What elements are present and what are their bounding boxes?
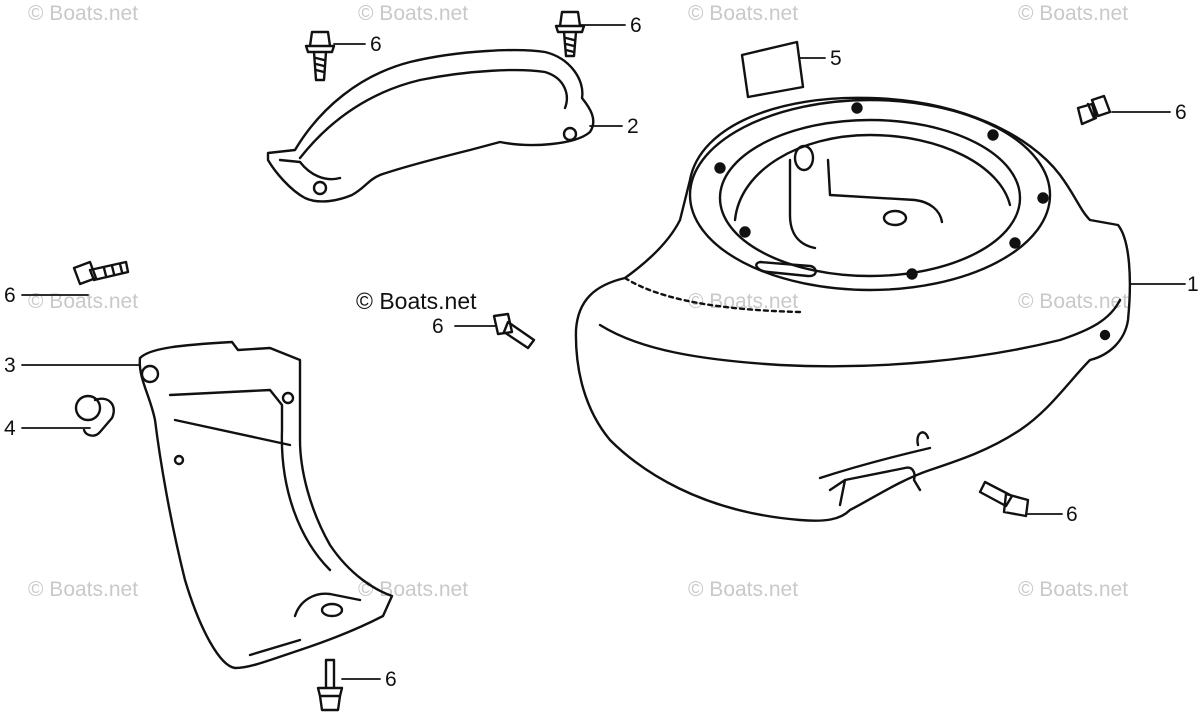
shroud-bracket-crease (173, 418, 292, 447)
bolt-left (72, 260, 130, 286)
fan-cover-bolt-hole (714, 162, 726, 174)
fan-cover-bolt-hole (906, 268, 918, 280)
flange-bolt (72, 260, 130, 286)
shroud-bracket (138, 340, 394, 670)
watermark: © Boats.net (688, 2, 799, 25)
callout-6e: 6 (432, 315, 444, 338)
watermark: © Boats.net (28, 578, 139, 601)
fan-cover-hidden-edge (623, 276, 802, 314)
flange-bolt (316, 658, 344, 712)
watermark: © Boats.net (1018, 2, 1129, 25)
bolt-bottom (316, 658, 344, 712)
flange-bolt (304, 30, 336, 82)
fan-cover-inner-wall (733, 133, 1012, 222)
fan-cover-edge (598, 298, 1122, 368)
bolt-center (492, 312, 536, 350)
watermark: © Boats.net (358, 578, 469, 601)
watermark: © Boats.net (1018, 578, 1129, 601)
fan-cover-slot (755, 260, 817, 278)
fan-cover-bottom-notch (916, 431, 930, 447)
watermark-main: © Boats.net (356, 288, 477, 314)
watermark: © Boats.net (688, 578, 799, 601)
cover-plate-outline (266, 48, 595, 203)
callout-6f: 6 (1066, 503, 1078, 526)
cover-plate-ridge (298, 68, 568, 160)
wire-clip-loop (74, 394, 102, 422)
fan-cover-lower-edge (818, 446, 932, 480)
fan-cover-bottom-tab (828, 466, 922, 507)
fan-cover-inner-step (826, 158, 944, 224)
bolt-right (1076, 94, 1112, 126)
flange-bolt (492, 312, 536, 350)
cover-plate-flange (278, 158, 342, 181)
bolt-top-center (554, 10, 586, 58)
fan-cover (574, 96, 1132, 522)
fan-cover-bolt-hole (851, 102, 863, 114)
fan-cover-inner-rib (788, 158, 817, 250)
fan-cover-ring-inner (718, 118, 1022, 278)
watermark: © Boats.net (28, 2, 139, 25)
flange-bolt (978, 480, 1030, 518)
bolt-bottom-right (978, 480, 1030, 518)
fan-cover-bolt-hole (1099, 329, 1111, 341)
fan-cover-bolt-hole (1009, 237, 1021, 249)
cover-plate (266, 48, 595, 203)
label-outline (740, 40, 805, 99)
wire-clip-body (82, 397, 115, 437)
callout-2: 2 (627, 115, 639, 138)
cover-plate-hole (312, 180, 328, 196)
fan-cover-bolt-hole (987, 129, 999, 141)
shroud-bracket-hole (173, 454, 185, 466)
callout-6b: 6 (370, 33, 382, 56)
shroud-bracket-foot-hole (320, 602, 344, 618)
watermark: © Boats.net (358, 2, 469, 25)
shroud-bracket-hole (281, 391, 295, 405)
shroud-bracket-slot (248, 638, 302, 657)
callout-6c: 6 (1175, 101, 1187, 124)
flange-bolt (554, 10, 586, 58)
fan-cover-ring-outer (688, 98, 1052, 292)
label-sticker (740, 40, 805, 99)
callout-4: 4 (4, 417, 16, 440)
callout-6g: 6 (385, 668, 397, 691)
cover-plate-hole (562, 126, 578, 142)
callout-5: 5 (830, 47, 842, 70)
wire-clip (74, 394, 115, 437)
watermark: © Boats.net (1018, 290, 1129, 313)
leader-lines (21, 24, 1186, 680)
bolt-thread (102, 262, 124, 278)
bolt-thread (314, 56, 326, 74)
callout-6a: 6 (630, 14, 642, 37)
fan-cover-outline (574, 96, 1132, 522)
bolt-top-left (304, 30, 336, 82)
shroud-bracket-hole (140, 364, 160, 384)
flange-bolt (1076, 94, 1112, 126)
callout-6d: 6 (4, 284, 16, 307)
fan-cover-stud (793, 144, 815, 172)
callout-3: 3 (4, 354, 16, 377)
shroud-bracket-foot (293, 592, 362, 618)
callout-1: 1 (1187, 273, 1199, 296)
shroud-bracket-outline (138, 340, 394, 670)
fan-cover-bolt-hole (739, 226, 751, 238)
bolt-thread (564, 36, 576, 54)
fan-cover-bolt-hole (1037, 192, 1049, 204)
fan-cover-hole (882, 209, 908, 227)
watermark: © Boats.net (688, 290, 799, 313)
shroud-bracket-fold (168, 388, 332, 572)
